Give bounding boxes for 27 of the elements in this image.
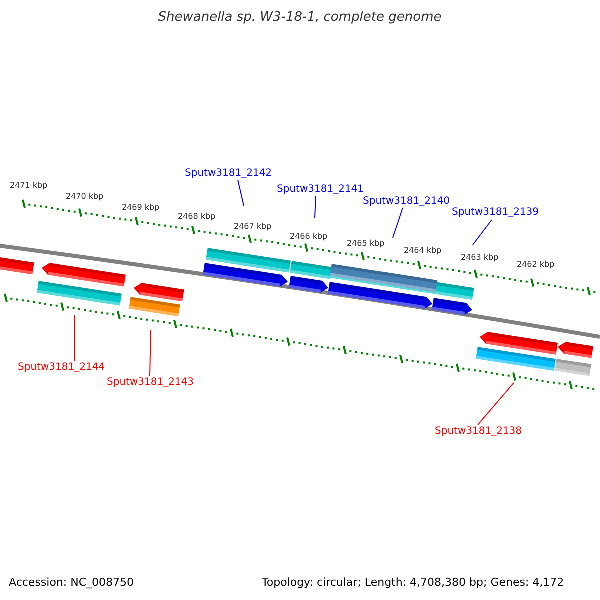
scale-label: 2469 kbp — [122, 203, 160, 212]
title: Shewanella sp. W3-18-1, complete genome — [157, 10, 443, 25]
scale-label: 2463 kbp — [461, 253, 499, 262]
leader-line — [392, 208, 404, 238]
accession-text: Accession: NC_008750 — [9, 576, 134, 589]
scale-label: 2471 kbp — [10, 181, 48, 190]
leader-line — [238, 180, 244, 206]
genome-info-text: Topology: circular; Length: 4,708,380 bp; Genes: 4,172 — [262, 576, 564, 589]
leader-line — [314, 196, 316, 218]
leader-line — [478, 382, 514, 426]
gene-label: Sputw3181_2138 — [435, 426, 522, 437]
scale-label: 2470 kbp — [66, 192, 104, 201]
leader-line — [150, 330, 152, 376]
gene-label: Sputw3181_2144 — [18, 362, 106, 373]
gene-label: Sputw3181_2143 — [107, 377, 194, 388]
gene-label: Sputw3181_2139 — [452, 207, 540, 218]
scale-label: 2464 kbp — [404, 246, 442, 255]
scale-label: 2467 kbp — [234, 222, 272, 231]
leader-line — [74, 314, 76, 362]
scale-label: 2468 kbp — [178, 212, 216, 221]
scale-label: 2466 kbp — [290, 232, 328, 241]
leader-line — [472, 220, 492, 246]
gene-label: Sputw3181_2142 — [185, 168, 272, 179]
scale-label: 2462 kbp — [517, 260, 555, 269]
gene-label: Sputw3181_2141 — [277, 184, 364, 195]
gene-label: Sputw3181_2140 — [363, 196, 450, 207]
scale-label: 2465 kbp — [347, 239, 385, 248]
